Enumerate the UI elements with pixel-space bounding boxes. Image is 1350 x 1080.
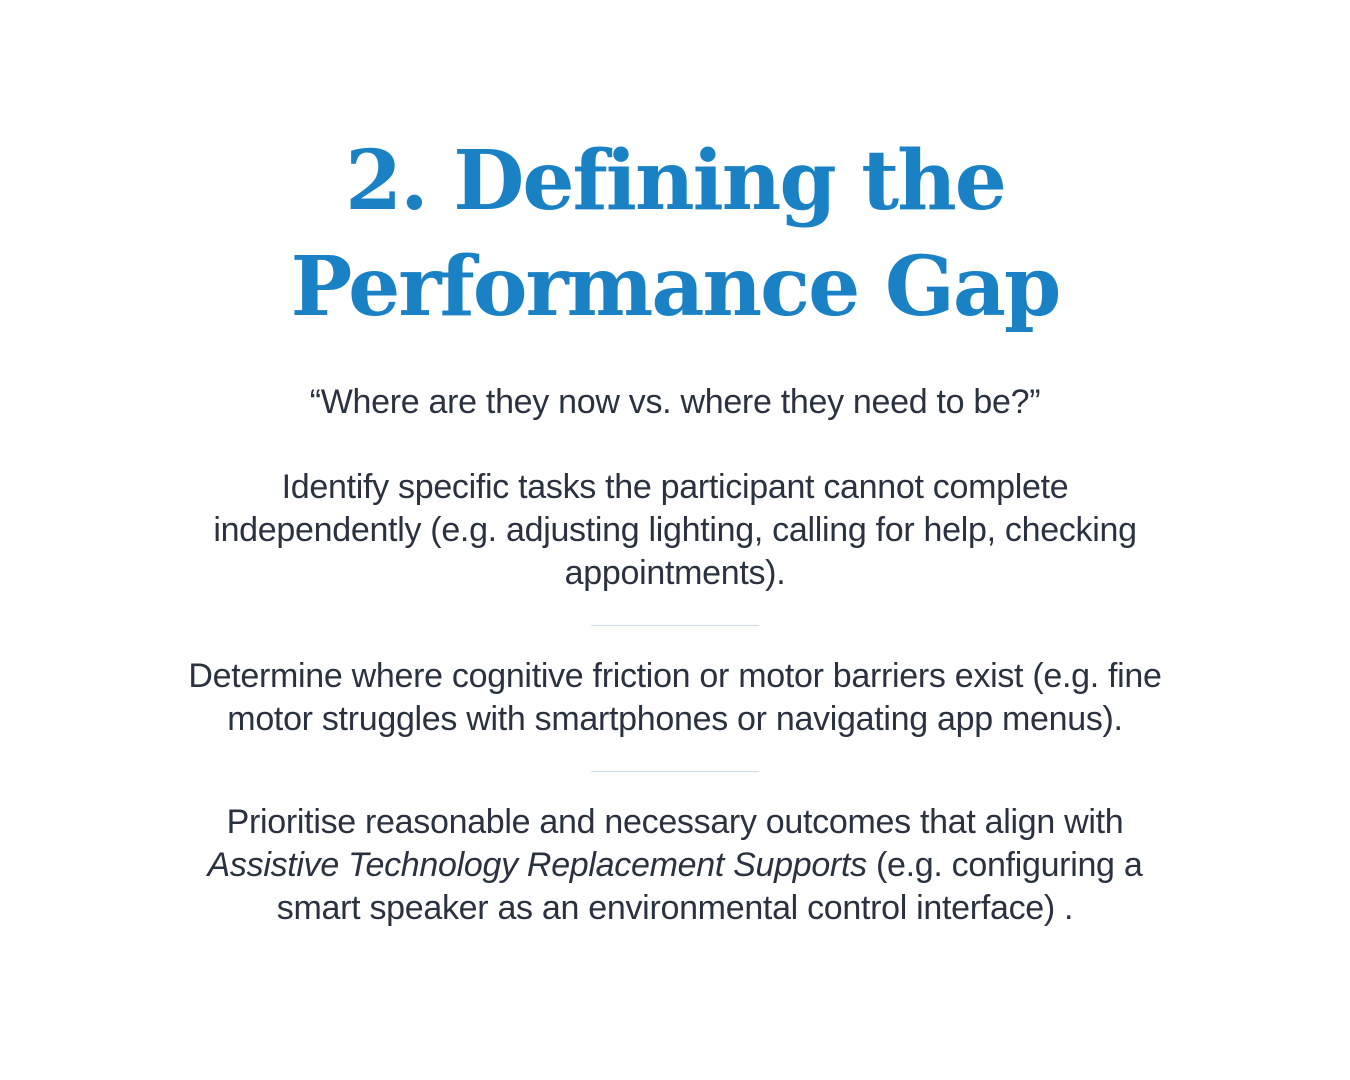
point-1-line-1: Identify specific tasks the participant … <box>281 468 1069 506</box>
slide-title: 2. Defining the Performance Gap <box>100 128 1250 340</box>
section-divider <box>591 625 759 626</box>
point-3-line-1: Prioritise reasonable and necessary outc… <box>226 803 1124 841</box>
point-1-line-3: appointments). <box>564 554 786 592</box>
point-3-line-2-rest: (e.g. configuring a <box>866 846 1143 884</box>
point-determine-barriers: Determine where cognitive friction or mo… <box>75 655 1275 741</box>
slide-title-line-2: Performance Gap <box>290 239 1062 335</box>
point-identify-tasks: Identify specific tasks the participant … <box>75 466 1275 595</box>
point-2-line-1: Determine where cognitive friction or mo… <box>188 657 1162 695</box>
point-3-italic-term: Assistive Technology Replacement Support… <box>207 846 868 884</box>
point-2-line-2: motor struggles with smartphones or navi… <box>227 700 1123 738</box>
slide-title-line-1: 2. Defining the <box>345 133 1007 229</box>
section-divider <box>591 771 759 772</box>
point-prioritise-outcomes: Prioritise reasonable and necessary outc… <box>75 801 1275 930</box>
point-1-line-2: independently (e.g. adjusting lighting, … <box>213 511 1137 549</box>
guiding-question: “Where are they now vs. where they need … <box>309 383 1041 421</box>
point-3-line-3: smart speaker as an environmental contro… <box>276 889 1074 927</box>
